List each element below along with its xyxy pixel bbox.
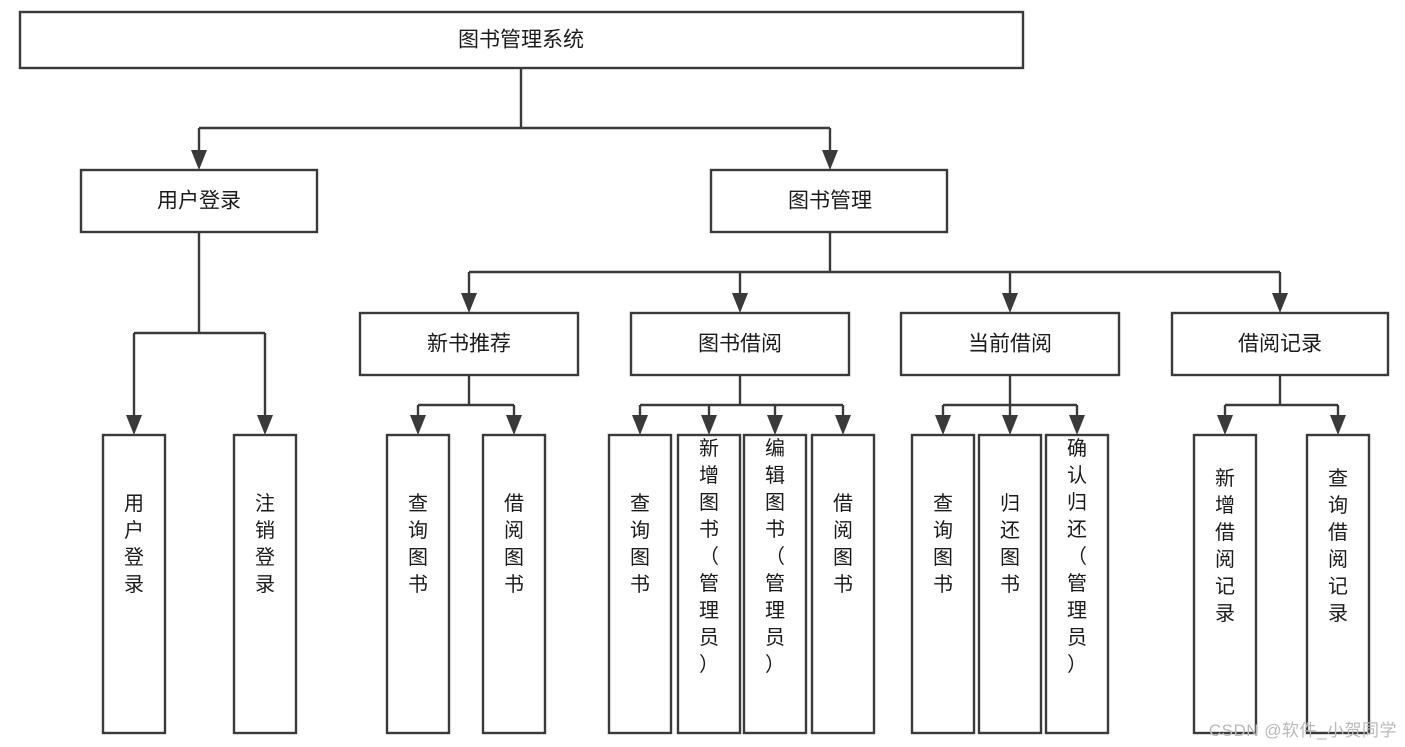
leaf-cb-query-book-label: 查询图书 — [933, 492, 953, 596]
arrow-head-bb-leaf-4 — [835, 415, 851, 435]
leaf-br-add-record-label: 新增借阅记录 — [1215, 467, 1235, 625]
leaf-bb-edit-book[interactable]: 编辑图书（管理员） — [742, 433, 808, 735]
node-borrow-record-label: 借阅记录 — [1238, 333, 1322, 356]
node-book-borrow-label: 图书借阅 — [698, 333, 782, 356]
leaf-cb-return-book-box[interactable] — [977, 433, 1043, 735]
leaf-br-add-record-box[interactable] — [1192, 433, 1258, 735]
node-book-manage[interactable]: 图书管理 — [709, 168, 949, 234]
leaf-nb-borrow-book-box[interactable] — [481, 433, 547, 735]
arrow-head-book-manage — [822, 150, 838, 170]
arrow-head-bb-leaf-2 — [701, 415, 717, 435]
arrow-head-cb-leaf-1 — [935, 415, 951, 435]
leaf-bb-edit-book-box[interactable] — [742, 433, 808, 735]
leaf-user-login[interactable]: 用户登录 — [101, 433, 167, 735]
node-user-login-box[interactable] — [79, 168, 319, 234]
leaf-cb-return-book-label: 归还图书 — [1000, 492, 1020, 596]
arrow-head-borrow-record — [1272, 293, 1288, 313]
node-borrow-record-box[interactable] — [1170, 311, 1390, 377]
leaf-br-query-record-box[interactable] — [1305, 433, 1371, 735]
arrow-head-leaf-logout — [257, 415, 273, 435]
node-new-book-recommend-box[interactable] — [358, 311, 580, 377]
connector-layer — [126, 68, 1346, 435]
node-current-borrow-box[interactable] — [899, 311, 1121, 377]
leaf-cb-return-book[interactable]: 归还图书 — [977, 433, 1043, 735]
leaf-bb-query-book-label: 查询图书 — [630, 492, 650, 596]
leaf-bb-borrow-book-label: 借阅图书 — [833, 492, 853, 596]
arrow-head-bb-leaf-1 — [632, 415, 648, 435]
arrow-head-new-book — [461, 293, 477, 313]
node-borrow-record[interactable]: 借阅记录 — [1170, 311, 1390, 377]
arrow-head-book-borrow — [732, 293, 748, 313]
leaf-cb-confirm-return-box[interactable] — [1044, 433, 1110, 735]
arrow-head-nb-leaf-2 — [506, 415, 522, 435]
leaf-nb-query-book-box[interactable] — [385, 433, 451, 735]
leaf-bb-query-book-box[interactable] — [607, 433, 673, 735]
leaf-nb-borrow-book-label: 借阅图书 — [504, 492, 524, 596]
arrow-head-leaf-user-login — [126, 415, 142, 435]
arrow-head-nb-leaf-1 — [410, 415, 426, 435]
leaf-cb-confirm-return-label: 确认归还（管理员） — [1067, 437, 1087, 676]
node-user-login-label: 用户登录 — [157, 190, 241, 213]
arrow-head-br-leaf-2 — [1330, 415, 1346, 435]
arrow-head-user-login — [191, 150, 207, 170]
leaf-bb-edit-book-label: 编辑图书（管理员） — [765, 437, 785, 676]
leaf-cb-query-book-box[interactable] — [910, 433, 976, 735]
node-book-borrow-box[interactable] — [629, 311, 851, 377]
node-new-book-recommend[interactable]: 新书推荐 — [358, 311, 580, 377]
leaf-user-login-label: 用户登录 — [124, 493, 144, 596]
node-book-borrow[interactable]: 图书借阅 — [629, 311, 851, 377]
leaf-nb-query-book-label: 查询图书 — [408, 492, 428, 596]
leaf-bb-borrow-book[interactable]: 借阅图书 — [810, 433, 876, 735]
arrow-head-cb-leaf-2 — [1002, 415, 1018, 435]
arrow-head-bb-leaf-3 — [767, 415, 783, 435]
node-current-borrow[interactable]: 当前借阅 — [899, 311, 1121, 377]
node-root[interactable]: 图书管理系统 — [18, 10, 1025, 70]
leaf-br-add-record[interactable]: 新增借阅记录 — [1192, 433, 1258, 735]
leaf-cb-confirm-return[interactable]: 确认归还（管理员） — [1044, 433, 1110, 735]
arrow-head-current-borrow — [1002, 293, 1018, 313]
leaf-br-query-record[interactable]: 查询借阅记录 — [1305, 433, 1371, 735]
arrow-head-br-leaf-1 — [1217, 415, 1233, 435]
leaf-bb-borrow-book-box[interactable] — [810, 433, 876, 735]
node-root-box[interactable] — [18, 10, 1025, 70]
leaf-bb-query-book[interactable]: 查询图书 — [607, 433, 673, 735]
node-new-book-recommend-label: 新书推荐 — [427, 333, 511, 356]
leaf-bb-add-book[interactable]: 新增图书（管理员） — [676, 433, 742, 735]
leaf-user-login-box[interactable] — [101, 433, 167, 735]
leaf-logout-box[interactable] — [232, 433, 298, 735]
leaf-logout[interactable]: 注销登录 — [232, 433, 298, 735]
leaf-bb-add-book-label: 新增图书（管理员） — [699, 437, 719, 676]
leaf-logout-label: 注销登录 — [255, 492, 275, 596]
node-book-manage-label: 图书管理 — [788, 190, 872, 213]
leaf-nb-query-book[interactable]: 查询图书 — [385, 433, 451, 735]
node-book-manage-box[interactable] — [709, 168, 949, 234]
leaf-nb-borrow-book[interactable]: 借阅图书 — [481, 433, 547, 735]
node-root-label: 图书管理系统 — [458, 29, 584, 52]
arrow-head-cb-leaf-3 — [1069, 415, 1085, 435]
leaf-bb-add-book-box[interactable] — [676, 433, 742, 735]
node-current-borrow-label: 当前借阅 — [968, 333, 1052, 356]
leaf-cb-query-book[interactable]: 查询图书 — [910, 433, 976, 735]
leaf-br-query-record-label: 查询借阅记录 — [1328, 467, 1348, 625]
node-user-login[interactable]: 用户登录 — [79, 168, 319, 234]
